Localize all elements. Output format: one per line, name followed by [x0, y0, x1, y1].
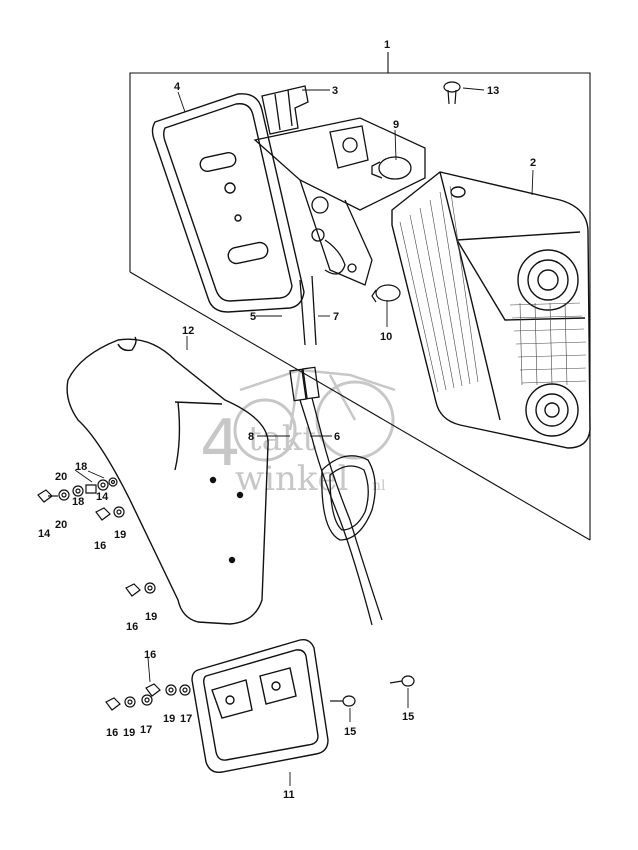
- leader-lines: [74, 87, 534, 786]
- part-label: 15: [344, 726, 356, 738]
- watermark: 4 takt winkel nl: [200, 368, 396, 499]
- part-label: 2: [530, 157, 536, 169]
- part-label: 20: [55, 471, 67, 483]
- base-plate: [151, 93, 305, 313]
- part-label: 18: [72, 496, 84, 508]
- part-label: 16: [126, 621, 138, 633]
- part-label: 15: [402, 711, 414, 723]
- part-label: 9: [393, 119, 399, 131]
- part-label: 16: [94, 540, 106, 552]
- part-label: 11: [283, 789, 295, 801]
- part-label: 19: [163, 713, 175, 725]
- part-label: 12: [182, 325, 194, 337]
- watermark-suffix: nl: [372, 478, 386, 494]
- part-label: 7: [333, 311, 339, 323]
- screw-13: [443, 81, 461, 105]
- part-label: 13: [487, 85, 499, 97]
- part-label: 1: [384, 39, 390, 51]
- part-label: 19: [145, 611, 157, 623]
- screw-15-right: [389, 675, 415, 687]
- part-label: 19: [114, 529, 126, 541]
- part-label: 6: [334, 431, 340, 443]
- rear-mudguard: [66, 336, 269, 625]
- nuts-washers-lower: [105, 683, 191, 711]
- part-label: 17: [140, 724, 152, 736]
- small-bulb: [371, 284, 401, 303]
- part-label: 4: [174, 81, 181, 93]
- part-label: 18: [75, 461, 87, 473]
- part-label: 14: [96, 491, 109, 503]
- license-bracket: [191, 638, 329, 773]
- part-label: 16: [144, 649, 156, 661]
- watermark-digit: 4: [200, 407, 241, 481]
- part-label: 14: [38, 528, 51, 540]
- part-label: 20: [55, 519, 67, 531]
- part-label: 8: [248, 431, 254, 443]
- bulb-holder-assembly: [253, 117, 426, 286]
- screw-15-left: [330, 695, 356, 707]
- part-label: 16: [106, 727, 118, 739]
- bolt-14: [37, 489, 58, 503]
- watermark-wheel-left: [233, 398, 297, 462]
- part-label: 19: [123, 727, 135, 739]
- part-label: 3: [332, 85, 338, 97]
- wiring-harness: [289, 275, 383, 626]
- watermark-line2: winkel: [235, 459, 348, 499]
- part-label: 10: [380, 331, 392, 343]
- nuts-washers-upper: [58, 477, 125, 521]
- watermark-wheel-right: [315, 380, 395, 460]
- lens-hatching: [399, 185, 587, 393]
- watermark-line1: takt: [248, 419, 317, 459]
- nuts-washers-mid: [125, 582, 156, 597]
- part-label: 5: [250, 311, 256, 323]
- part-label: 17: [180, 713, 192, 725]
- bracket-clip: [261, 85, 309, 135]
- tail-lens: [391, 171, 591, 449]
- assembly-boundary: [129, 52, 591, 541]
- part-labels: 1 2 3 4 5 6 7 8 9 10 11 12 13 14 14 15 1…: [38, 39, 536, 801]
